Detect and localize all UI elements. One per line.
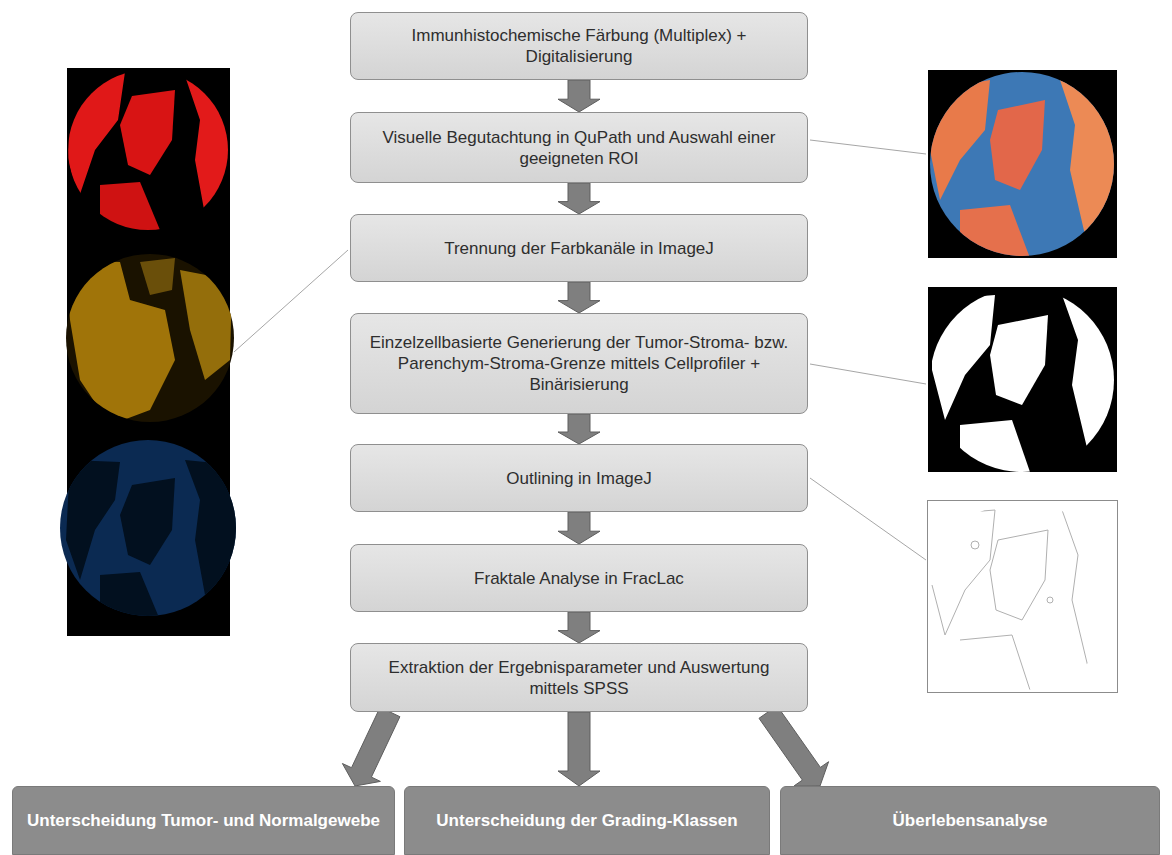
block-arrow	[558, 612, 600, 643]
box-label: Visuelle Begutachtung in QuPath und Ausw…	[365, 127, 793, 169]
process-box: Extraktion der Ergebnisparameter und Aus…	[350, 643, 808, 712]
box-label: Überlebensanalyse	[893, 811, 1048, 831]
leader-lines	[234, 140, 926, 560]
outline-image	[928, 501, 1118, 693]
process-box: Visuelle Begutachtung in QuPath und Ausw…	[350, 112, 808, 183]
process-box: Outlining in ImageJ	[350, 444, 808, 512]
block-arrow	[759, 706, 829, 786]
process-box: Immunhistochemische Färbung (Multiplex) …	[350, 12, 808, 80]
block-arrow	[558, 414, 600, 444]
block-arrow	[558, 80, 600, 112]
process-box: Einzelzellbasierte Generierung der Tumor…	[350, 313, 808, 414]
box-label: Einzelzellbasierte Generierung der Tumor…	[365, 332, 793, 395]
process-box: Trennung der Farbkanäle in ImageJ	[350, 214, 808, 282]
outcome-box: Überlebensanalyse	[780, 786, 1160, 855]
channel-panel	[60, 68, 240, 636]
box-label: Unterscheidung Tumor- und Normalgewebe	[27, 811, 380, 831]
box-label: Unterscheidung der Grading-Klassen	[436, 811, 737, 831]
composite-image	[928, 70, 1117, 258]
box-label: Outlining in ImageJ	[506, 468, 652, 489]
box-label: Trennung der Farbkanäle in ImageJ	[444, 238, 714, 259]
block-arrow	[558, 712, 600, 786]
box-label: Extraktion der Ergebnisparameter und Aus…	[365, 657, 793, 699]
outcome-box: Unterscheidung der Grading-Klassen	[404, 786, 770, 855]
block-arrow	[558, 282, 600, 313]
process-box: Fraktale Analyse in FracLac	[350, 544, 808, 612]
box-label: Fraktale Analyse in FracLac	[474, 568, 684, 589]
block-arrow	[558, 183, 600, 214]
box-label: Immunhistochemische Färbung (Multiplex) …	[365, 25, 793, 67]
block-arrow	[558, 512, 600, 544]
block-arrow	[342, 707, 400, 786]
binary-mask	[928, 287, 1117, 472]
outcome-box: Unterscheidung Tumor- und Normalgewebe	[12, 786, 395, 855]
